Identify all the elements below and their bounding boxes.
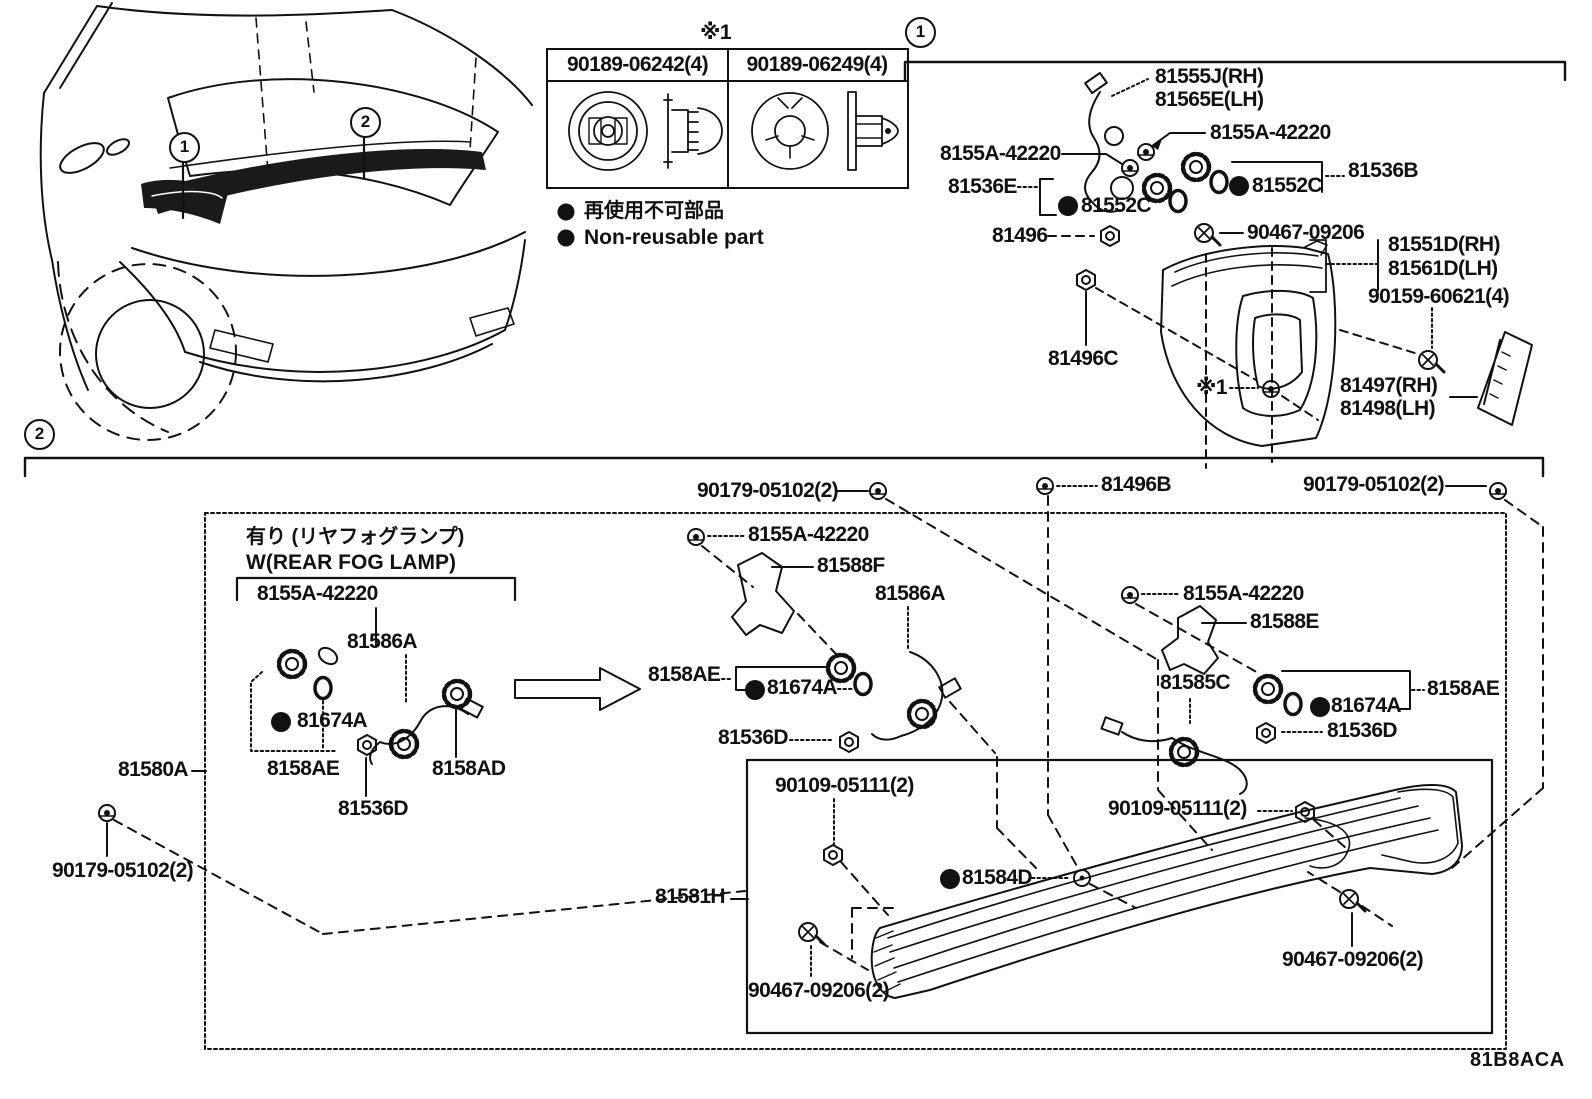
part-label-90109-right: 90109-05111(2)	[1108, 797, 1247, 820]
part-label-8158ae-fog: 8158AE	[267, 757, 340, 780]
clip-table-drawings	[568, 91, 899, 171]
part-label-81674a-right: 81674A	[1331, 694, 1402, 717]
part-label-81674a-mid: 81674A	[767, 676, 838, 699]
part-label-90179-right: 90179-05102(2)	[1303, 473, 1445, 496]
part-label-81585c: 81585C	[1160, 671, 1231, 694]
part-label-90109-left: 90109-05111(2)	[775, 774, 914, 797]
part-label-81588f: 81588F	[817, 554, 885, 577]
bracket-81588e-part	[1161, 605, 1219, 675]
clip-table-header-2: 90189-06249(4)	[727, 50, 907, 82]
part-label-81496b: 81496B	[1101, 473, 1172, 496]
figure-code: 81B8ACA	[1470, 1049, 1565, 1071]
part-label-81586a-fog: 81586A	[347, 630, 418, 653]
part-label-81536d-mid: 81536D	[718, 726, 789, 749]
part-label-81586a-mid: 81586A	[875, 582, 946, 605]
part-label-90179-mid: 90179-05102(2)	[697, 479, 839, 502]
part-label-81674a-fog: 81674A	[297, 709, 368, 732]
non-reusable-dot-icons	[271, 176, 1330, 889]
part-label-81496: 81496	[992, 224, 1048, 247]
part-label-81497: 81497(RH)	[1340, 374, 1438, 397]
part-label-8158ae-mid: 8158AE	[648, 663, 721, 686]
part-label-8155a-mid: 8155A-42220	[748, 523, 869, 546]
part-label-81536e: 81536E	[948, 175, 1017, 198]
part-label-81536d-right: 81536D	[1327, 719, 1398, 742]
car-rear-illustration	[39, 2, 533, 441]
clip-table: 90189-06242(4) 90189-06249(4)	[546, 48, 909, 189]
part-label-90159: 90159-60621(4)	[1368, 285, 1510, 308]
section1-callout: 1	[905, 17, 936, 48]
part-label-81581h: 81581H	[655, 885, 726, 908]
legend-en: Non-reusable part	[584, 226, 764, 249]
part-label-8158ad: 8158AD	[432, 757, 506, 780]
part-label-81580a: 81580A	[118, 758, 189, 781]
part-label-81496c: 81496C	[1048, 347, 1119, 370]
section2-callout: 2	[24, 419, 55, 450]
part-label-81555j: 81555J(RH)	[1155, 65, 1264, 88]
legend-bullet-icon	[557, 229, 575, 247]
part-label-81561d: 81561D(LH)	[1388, 257, 1498, 280]
table-footnote-mark: ※1	[700, 21, 732, 44]
legend-bullet-icon	[557, 203, 575, 221]
section1-artwork	[903, 60, 1567, 469]
part-label-90467-09206: 90467-09206	[1247, 221, 1365, 244]
car-callout-2: 2	[350, 107, 381, 138]
part-label-8155a-right2: 8155A-42220	[1183, 582, 1304, 605]
part-label-8155a-fog: 8155A-42220	[257, 582, 378, 605]
fog-note-jp: 有り (リヤフォグランプ)	[246, 526, 465, 548]
part-label-81552c-left: 81552C	[1081, 194, 1152, 217]
part-label-90467-br: 90467-09206(2)	[1282, 948, 1424, 971]
bracket-81588f-part	[731, 552, 795, 636]
fog-note-en: W(REAR FOG LAMP)	[246, 551, 456, 574]
clip-table-header-1: 90189-06242(4)	[548, 50, 727, 82]
part-label-8155a-left: 8155A-42220	[940, 142, 1061, 165]
part-label-81588e: 81588E	[1250, 610, 1319, 633]
part-label-81565e: 81565E(LH)	[1155, 88, 1264, 111]
car-callout-1: 1	[169, 132, 200, 163]
part-label-81536b: 81536B	[1348, 159, 1419, 182]
part-label-81498: 81498(LH)	[1340, 397, 1436, 420]
part-label-8158ae-right: 8158AE	[1427, 677, 1500, 700]
part-label-90467-bl: 90467-09206(2)	[748, 979, 890, 1002]
part-label-81584d: 81584D	[962, 866, 1033, 889]
legend-jp: 再使用不可部品	[584, 200, 724, 222]
rear-garnish-drawing	[870, 783, 1463, 999]
section2-artwork	[23, 456, 1545, 1050]
part-label-90179-bl: 90179-05102(2)	[52, 859, 194, 882]
part-label-81551d: 81551D(RH)	[1388, 233, 1500, 256]
part-label-8155a-right: 8155A-42220	[1210, 121, 1331, 144]
part-label-81552c-right: 81552C	[1252, 174, 1323, 197]
footnote-mark-sec1: ※1	[1196, 376, 1228, 399]
part-label-81536d-fog: 81536D	[338, 797, 409, 820]
